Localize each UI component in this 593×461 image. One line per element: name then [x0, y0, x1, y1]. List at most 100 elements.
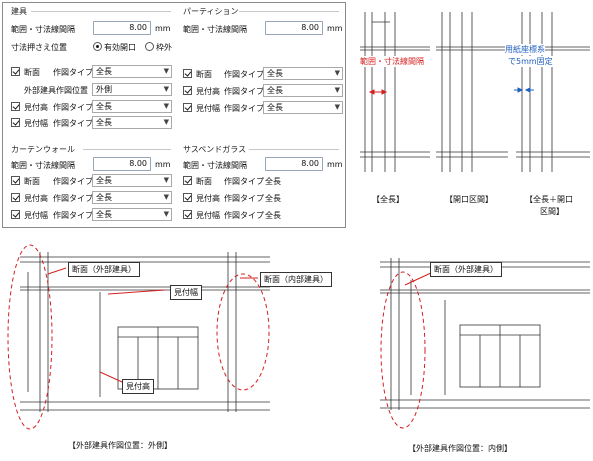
sight-height-checkbox-curtainwall[interactable] [11, 193, 20, 202]
divider [31, 11, 171, 12]
sight-height-select-fixture[interactable]: 全長▼ [92, 100, 172, 113]
elevation-inside [380, 258, 590, 429]
sight-width-checkbox-suspend[interactable] [183, 210, 192, 219]
sight-width-value-suspend: 全長 [265, 211, 281, 220]
divider [83, 149, 171, 150]
select-value: 全長 [96, 67, 112, 76]
annotation-paper: 用紙座標系 [505, 44, 545, 55]
section-checkbox-curtainwall[interactable] [11, 176, 20, 185]
unit-label: mm [327, 24, 343, 33]
divider [249, 149, 339, 150]
chevron-down-icon: ▼ [334, 86, 340, 94]
radio-frame-label: 枠外 [156, 43, 172, 52]
section-label: 断面 [24, 68, 40, 77]
section-select-fixture[interactable]: 全長 ▼ [92, 65, 172, 78]
section-checkbox-suspend[interactable] [183, 176, 192, 185]
select-value: 全長 [96, 193, 112, 202]
select-value: 全長 [96, 118, 112, 127]
drawtype-label: 作図タイプ [53, 119, 93, 128]
caption-inside: 【外部建具作図位置：内側】 [408, 444, 512, 453]
group-title-partition: パーティション [183, 7, 239, 16]
select-value: 全長 [96, 210, 112, 219]
select-value: 全長 [96, 102, 112, 111]
drawtype-label: 作図タイプ [224, 87, 264, 96]
section-select-partition[interactable]: 全長 ▼ [263, 67, 343, 80]
sight-width-select-curtainwall[interactable]: 全長▼ [92, 208, 172, 221]
elevation-outside [7, 244, 270, 430]
section-value-suspend: 全長 [265, 177, 281, 186]
sight-width-checkbox-partition[interactable] [183, 103, 192, 112]
sight-width-label: 見付幅 [24, 119, 48, 128]
range-label: 範囲・寸法線間隔 [11, 161, 75, 170]
sight-height-select-curtainwall[interactable]: 全長 ▼ [92, 191, 172, 204]
sight-height-label: 見付高 [196, 87, 220, 96]
caption-outside: 【外部建具作図位置：外側】 [68, 441, 172, 450]
annotation-paper-2: で5mm固定 [508, 56, 553, 67]
unit-label: mm [327, 160, 343, 169]
radio-effective-label: 有効開口 [104, 43, 136, 52]
divider [239, 11, 339, 12]
sight-width-select-fixture[interactable]: 全長 ▼ [92, 116, 172, 129]
sight-height-checkbox-fixture[interactable] [11, 102, 20, 111]
callout-sight-height: 見付高 [122, 379, 154, 394]
unit-label: mm [155, 24, 171, 33]
chevron-down-icon: ▼ [334, 69, 340, 77]
select-value: 全長 [96, 176, 112, 185]
section-diagrams-top [360, 12, 590, 172]
chevron-down-icon: ▼ [163, 85, 169, 93]
sight-width-select-partition[interactable]: 全長▼ [263, 101, 343, 114]
drawtype-label: 作図タイプ [53, 177, 93, 186]
sight-height-label: 見付高 [24, 194, 48, 203]
group-title-fixture: 建具 [11, 7, 27, 16]
range-input-curtainwall[interactable]: 8.00 [93, 157, 151, 171]
range-input-fixture[interactable]: 8.00 [93, 21, 151, 35]
sight-height-value-suspend: 全長 [265, 194, 281, 203]
radio-effective[interactable] [93, 42, 102, 51]
sight-width-checkbox-fixture[interactable] [11, 118, 20, 127]
radio-frame[interactable] [145, 42, 154, 51]
drawtype-label: 作図タイプ [224, 70, 264, 79]
caption-both-1: 【全長＋開口 [525, 195, 573, 204]
sight-height-label: 見付高 [196, 194, 220, 203]
ext-pos-select[interactable]: 外側 ▼ [92, 83, 172, 96]
chevron-down-icon: ▼ [163, 176, 169, 184]
select-value: 全長 [267, 69, 283, 78]
range-label: 範囲・寸法線間隔 [183, 25, 247, 34]
section-select-curtainwall[interactable]: 全長 ▼ [92, 174, 172, 187]
callout-sight-width: 見付幅 [170, 285, 202, 300]
drawtype-label: 作図タイプ [53, 68, 93, 77]
range-input-partition[interactable]: 8.00 [265, 21, 323, 35]
drawtype-label: 作図タイプ [224, 211, 264, 220]
drawtype-label: 作図タイプ [224, 177, 264, 186]
caption-open: 【開口区間】 [445, 195, 493, 204]
section-label: 断面 [24, 177, 40, 186]
sight-width-checkbox-curtainwall[interactable] [11, 210, 20, 219]
sight-height-checkbox-suspend[interactable] [183, 193, 192, 202]
sight-width-label: 見付幅 [196, 211, 220, 220]
drawtype-label: 作図タイプ [53, 103, 93, 112]
dim-hold-label: 寸法押さえ位置 [11, 43, 67, 52]
chevron-down-icon: ▼ [163, 118, 169, 126]
callout-section-ext-2: 断面（外部建具） [430, 262, 502, 277]
drawtype-label: 作図タイプ [224, 194, 264, 203]
section-label: 断面 [196, 177, 212, 186]
group-title-suspend: サスペンドガラス [183, 145, 247, 154]
chevron-down-icon: ▼ [163, 193, 169, 201]
range-input-suspend[interactable]: 8.00 [265, 157, 323, 171]
drawtype-label: 作図タイプ [224, 104, 264, 113]
chevron-down-icon: ▼ [334, 103, 340, 111]
section-checkbox-partition[interactable] [183, 69, 192, 78]
chevron-down-icon: ▼ [163, 67, 169, 75]
drawtype-label: 作図タイプ [53, 211, 93, 220]
range-label: 範囲・寸法線間隔 [11, 25, 75, 34]
section-checkbox-fixture[interactable] [11, 67, 20, 76]
caption-full: 【全長】 [372, 195, 404, 204]
callout-section-int: 断面（内部建具） [260, 272, 332, 287]
select-value: 外側 [96, 85, 112, 94]
range-label: 範囲・寸法線間隔 [183, 161, 247, 170]
sight-height-select-partition[interactable]: 全長▼ [263, 84, 343, 97]
sight-height-checkbox-partition[interactable] [183, 86, 192, 95]
sight-width-label: 見付幅 [196, 104, 220, 113]
caption-both-2: 区間】 [540, 207, 564, 216]
callout-section-ext: 断面（外部建具） [68, 262, 140, 277]
